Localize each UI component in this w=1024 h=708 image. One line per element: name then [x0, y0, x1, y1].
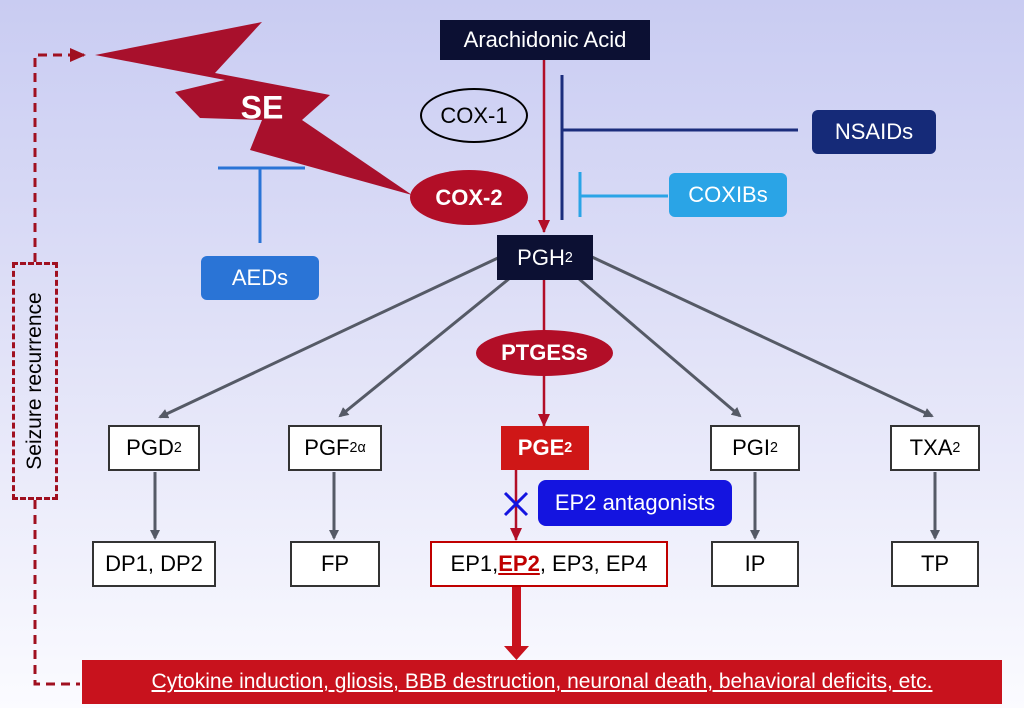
dp-receptors-node: DP1, DP2 — [92, 541, 216, 587]
ptgess-node: PTGESs — [476, 330, 613, 376]
pgd2-label: PGD — [126, 435, 174, 460]
coxibs-node: COXIBs — [669, 173, 787, 217]
ep-receptors-node: EP1, ​EP2, EP3, EP4 — [430, 541, 668, 587]
ep2-antagonists-node: EP2 antagonists — [538, 480, 732, 526]
pge2-label: PGE — [517, 435, 565, 460]
ep2-block-mark-2 — [503, 491, 529, 517]
ep-receptors-post: , EP3, EP4 — [539, 551, 648, 576]
cox1-node: COX-1 — [420, 88, 528, 143]
ip-receptor-node: IP — [711, 541, 799, 587]
tp-receptor-node: TP — [891, 541, 979, 587]
pgh2-to-pgf2a-arrow — [338, 276, 511, 418]
pgh2-to-pgi2-arrow — [577, 276, 742, 418]
arachidonic-acid-node: Arachidonic Acid — [440, 20, 650, 60]
se-lightning-bolt — [95, 22, 412, 195]
pgh2-label: PGH — [517, 244, 565, 270]
ep-to-outcome-head — [504, 646, 529, 660]
seizure-recurrence-label: Seizure recurrence — [23, 292, 46, 470]
ep-to-outcome-shaft — [512, 586, 521, 648]
txa2-label: TXA — [909, 435, 953, 460]
pgh2-to-pgd2-arrow — [158, 255, 501, 419]
downstream-outcomes-box: Cytokine induction, gliosis, BBB destruc… — [82, 660, 1002, 704]
pgh2-to-txa2-arrow — [591, 255, 934, 418]
se-label: SE — [240, 89, 284, 126]
pgi2-label: PGI — [732, 435, 770, 460]
aeds-node: AEDs — [201, 256, 319, 300]
nsaids-node: NSAIDs — [812, 110, 936, 154]
ep-receptors-pre: EP1, — [450, 551, 499, 576]
seizure-recurrence-box — [12, 262, 58, 500]
cox2-node: COX-2 — [410, 170, 528, 225]
seizure-recurrence-loop-top — [33, 48, 86, 262]
fp-receptor-node: FP — [290, 541, 380, 587]
ep2-receptor-highlight: EP2 — [498, 551, 540, 576]
seizure-recurrence-loop-bottom — [33, 500, 80, 686]
pgf2a-label: PGF — [304, 435, 350, 460]
